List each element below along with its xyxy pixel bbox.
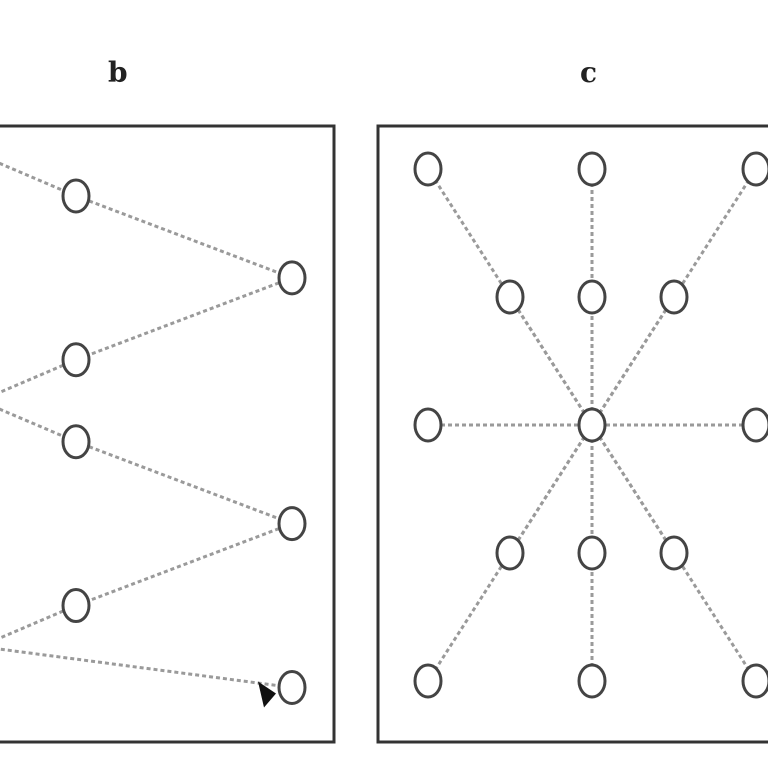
path-segment: [75, 440, 293, 526]
panel-b-diagram: [0, 161, 307, 708]
spoke-line: [426, 424, 594, 682]
panel-b-frame: [0, 124, 336, 744]
path-segment: [0, 604, 77, 640]
panel-c-frame: [376, 124, 768, 744]
path-node: [277, 669, 307, 705]
path-segment: [0, 161, 77, 198]
target-node: [577, 535, 607, 571]
path-end-arrow: [258, 681, 276, 708]
panel-c-diagram: [413, 151, 768, 699]
target-node: [577, 151, 607, 187]
target-node: [659, 535, 689, 571]
path-node: [61, 342, 91, 378]
path-segment: [75, 194, 293, 280]
target-node: [413, 407, 443, 443]
target-node: [495, 535, 525, 571]
center-node: [577, 407, 607, 443]
target-node: [495, 279, 525, 315]
path-node: [61, 424, 91, 460]
path-segment: [75, 276, 293, 362]
path-segment: [0, 407, 77, 444]
target-node: [659, 279, 689, 315]
target-node: [413, 663, 443, 699]
path-segment: [75, 522, 293, 607]
target-node: [741, 407, 768, 443]
panel-b-label: b: [108, 56, 128, 89]
spoke-line: [508, 296, 594, 426]
target-node: [577, 663, 607, 699]
target-node: [741, 151, 768, 187]
target-node: [741, 663, 768, 699]
path-node: [61, 588, 91, 624]
path-segment: [0, 358, 77, 394]
path-node: [277, 506, 307, 542]
spoke-line: [590, 424, 758, 682]
path-node: [277, 260, 307, 296]
target-node: [413, 151, 443, 187]
spoke-line: [590, 296, 676, 426]
target-node: [577, 279, 607, 315]
panel-c-label: c: [580, 56, 598, 89]
path-segment: [0, 647, 293, 689]
path-node: [61, 178, 91, 214]
